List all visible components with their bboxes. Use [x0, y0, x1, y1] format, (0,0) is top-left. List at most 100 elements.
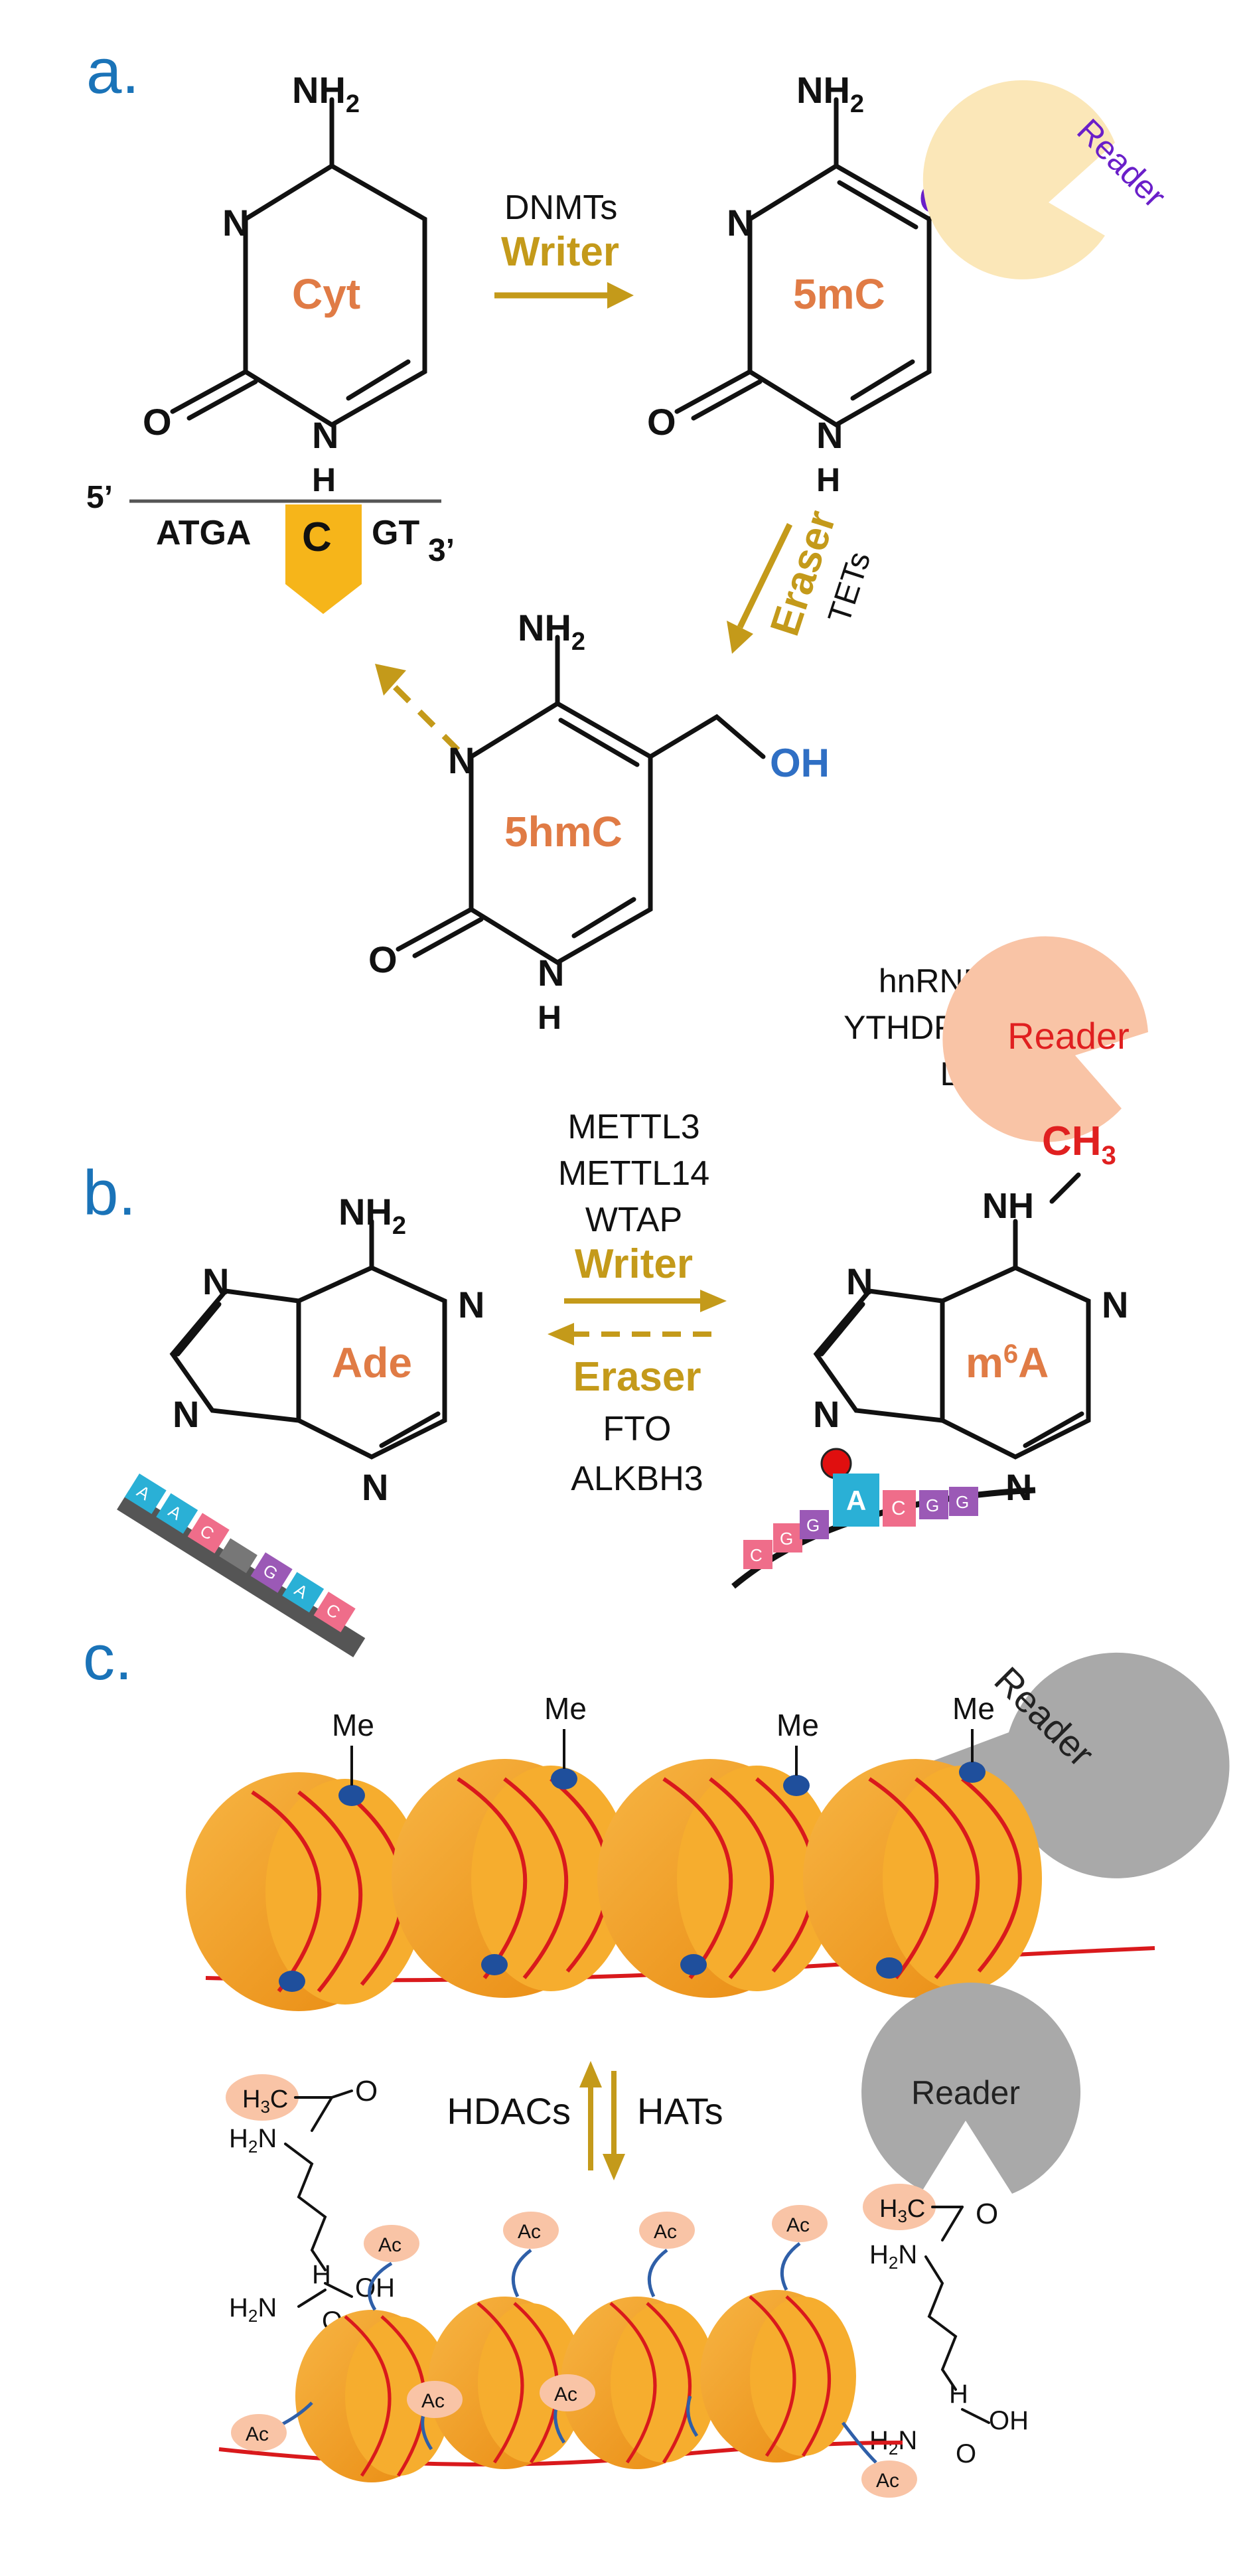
svg-text:C: C — [891, 1497, 906, 1519]
cytosine-structure: NH2 N Cyt O N H — [143, 69, 427, 498]
acetyl-lysine-right: H3C O H2N H OH H2N O — [863, 2184, 1029, 2468]
panel-b-readers: hnRNPs YTHDF1-3 LYN Reader — [844, 936, 1148, 1142]
svg-text:Ac: Ac — [876, 2470, 899, 2492]
svg-text:WTAP: WTAP — [585, 1201, 682, 1239]
writer-arrow-a: DNMTs Writer — [494, 189, 634, 309]
svg-text:N: N — [458, 1284, 484, 1326]
svg-text:Writer: Writer — [501, 229, 619, 275]
svg-text:N: N — [1005, 1466, 1032, 1508]
svg-text:Me: Me — [544, 1691, 587, 1726]
svg-text:HDACs: HDACs — [447, 2090, 571, 2132]
nucleosome-1 — [186, 1772, 425, 2011]
svg-text:G: G — [956, 1492, 969, 1512]
svg-text:HATs: HATs — [637, 2090, 723, 2132]
svg-text:G: G — [806, 1515, 820, 1535]
ac-tag-2: Ac — [503, 2212, 559, 2249]
svg-text:N: N — [222, 202, 249, 244]
5hmc-structure: NH2 OH N 5hmC O N H — [368, 607, 830, 1036]
svg-text:N: N — [202, 1260, 229, 1302]
svg-text:Me: Me — [776, 1708, 819, 1742]
svg-text:N: N — [538, 952, 564, 994]
svg-text:METTL3: METTL3 — [567, 1108, 699, 1146]
dna-strand: 5’ ATGA C GT 3’ — [86, 480, 455, 614]
svg-text:O: O — [368, 939, 398, 980]
svg-text:FTO: FTO — [603, 1410, 671, 1448]
svg-text:H: H — [949, 2380, 968, 2409]
svg-text:Eraser: Eraser — [762, 505, 845, 641]
svg-text:N: N — [362, 1466, 388, 1508]
svg-text:5’: 5’ — [86, 480, 113, 515]
svg-text:O: O — [143, 401, 172, 443]
ac-tag-8: Ac — [861, 2461, 917, 2498]
svg-text:NH2: NH2 — [518, 607, 585, 656]
svg-text:H3C: H3C — [242, 2085, 288, 2117]
svg-text:C: C — [302, 514, 332, 560]
svg-text:N: N — [1102, 1284, 1128, 1326]
svg-text:H: H — [312, 461, 336, 498]
panel-b-enzymes: METTL3 METTL14 WTAP Writer Eraser FTO AL… — [548, 1108, 727, 1498]
ac-tag-4: Ac — [772, 2205, 828, 2242]
svg-text:N: N — [173, 1393, 199, 1435]
svg-text:Ac: Ac — [554, 2384, 577, 2405]
ac-tag-5: Ac — [231, 2414, 287, 2451]
svg-text:N: N — [448, 739, 475, 781]
svg-text:DNMTs: DNMTs — [504, 189, 617, 227]
ade-name: Ade — [332, 1339, 412, 1387]
nucleosome-2 — [392, 1759, 630, 1998]
svg-text:Writer: Writer — [575, 1241, 693, 1287]
svg-text:N: N — [816, 414, 843, 456]
nucleosome-array-top: Me Me Me Me — [186, 1691, 1155, 2011]
svg-text:H2N: H2N — [869, 2426, 917, 2459]
5mc-name: 5mC — [793, 270, 885, 318]
svg-text:G: G — [780, 1529, 793, 1549]
m6a-structure: NH CH3 N N N N m6A — [813, 1118, 1128, 1508]
svg-text:H2N: H2N — [229, 2293, 277, 2326]
svg-text:N: N — [813, 1393, 840, 1435]
svg-text:ALKBH3: ALKBH3 — [571, 1460, 703, 1498]
svg-text:NH2: NH2 — [796, 69, 864, 118]
svg-text:H: H — [816, 461, 840, 498]
svg-text:O: O — [976, 2198, 998, 2230]
svg-text:O: O — [956, 2439, 976, 2468]
svg-text:H2N: H2N — [229, 2124, 277, 2157]
svg-text:Ac: Ac — [518, 2221, 541, 2243]
svg-text:GT: GT — [372, 514, 419, 552]
svg-text:N: N — [846, 1260, 873, 1302]
svg-text:m6A: m6A — [966, 1339, 1049, 1387]
svg-text:CH3: CH3 — [1042, 1118, 1116, 1170]
reader-c-bottom: Reader — [861, 1983, 1081, 2194]
reader-a: Reader — [922, 80, 1173, 279]
ac-tag-1: Ac — [364, 2225, 419, 2262]
panel-a-label: a. — [86, 36, 139, 107]
svg-text:ATGA: ATGA — [156, 514, 251, 552]
svg-text:O: O — [647, 401, 676, 443]
svg-text:NH: NH — [982, 1186, 1034, 1226]
svg-text:C: C — [750, 1545, 763, 1565]
eraser-arrow-a: Eraser TETs — [727, 505, 877, 654]
svg-text:Eraser: Eraser — [573, 1354, 701, 1400]
svg-text:G: G — [926, 1495, 939, 1515]
panel-c-label: c. — [83, 1622, 133, 1693]
svg-text:NH2: NH2 — [338, 1191, 406, 1240]
svg-text:H3C: H3C — [879, 2195, 925, 2226]
svg-text:N: N — [312, 414, 338, 456]
svg-text:O: O — [355, 2075, 378, 2107]
svg-text:N: N — [727, 202, 753, 244]
svg-text:OH: OH — [989, 2406, 1029, 2435]
nucleosome-array-bottom: Ac Ac Ac Ac Ac Ac Ac Ac — [218, 2205, 917, 2498]
svg-text:METTL14: METTL14 — [558, 1154, 709, 1193]
rna-strand-right: C G G A C G G — [731, 1474, 1036, 1589]
ac-tag-7: Ac — [540, 2374, 595, 2411]
svg-text:NH2: NH2 — [292, 69, 360, 118]
svg-text:Ac: Ac — [421, 2390, 445, 2412]
svg-text:Reader: Reader — [911, 2074, 1020, 2111]
5hmc-name: 5hmC — [504, 808, 623, 856]
svg-text:Ac: Ac — [654, 2221, 677, 2243]
ac-tag-3: Ac — [639, 2212, 695, 2249]
svg-text:Ac: Ac — [378, 2234, 402, 2256]
svg-text:Ac: Ac — [246, 2423, 269, 2445]
svg-text:H2N: H2N — [869, 2240, 917, 2273]
ac-tag-6: Ac — [407, 2381, 463, 2418]
cyt-name: Cyt — [292, 270, 360, 318]
